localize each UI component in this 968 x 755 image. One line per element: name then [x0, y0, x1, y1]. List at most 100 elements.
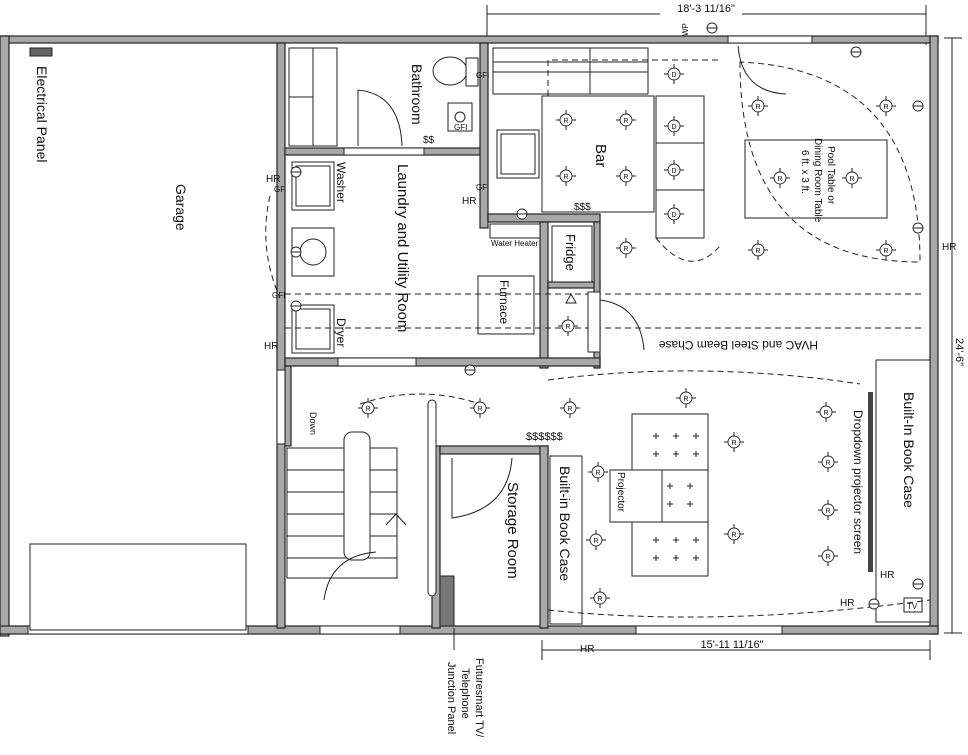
- outlets: [290, 22, 924, 610]
- pool-table-line-1: Pool Table or: [825, 146, 836, 205]
- dimmer-lights: D D D D: [664, 64, 684, 224]
- svg-text:R: R: [849, 176, 854, 183]
- stair-down-arrow: [385, 513, 407, 526]
- gf-marker-bar: GF: [476, 183, 487, 192]
- seat-marker: [673, 451, 679, 457]
- fridge-icon: [551, 225, 593, 283]
- svg-text:R: R: [823, 410, 828, 417]
- fridge-label: Fridge: [563, 234, 578, 271]
- seat-marker: [673, 433, 679, 439]
- laundry-utility-room: Washer Dryer Laundry and Utility Room Fu…: [264, 161, 922, 354]
- entry-door-swing: [737, 45, 787, 95]
- pool-table-line-3: 6 ft. x 3 ft.: [799, 150, 810, 194]
- svg-text:R: R: [883, 104, 888, 111]
- svg-text:D: D: [671, 212, 676, 219]
- recessed-light-icon: R: [616, 238, 636, 258]
- recessed-light-icon: R: [556, 110, 576, 130]
- bathroom-door-swing: [357, 89, 403, 147]
- laundry-label: Laundry and Utility Room: [394, 164, 411, 332]
- bar-stools: [655, 95, 705, 239]
- stair-rail: [343, 431, 371, 561]
- recessed-light-icon: R: [876, 96, 896, 116]
- seat-marker: [653, 451, 659, 457]
- tv-outlet-label: TV: [907, 602, 918, 611]
- recessed-light-icon: R: [676, 388, 696, 408]
- bathroom-label: Bathroom: [409, 64, 425, 125]
- wp-marker: WP: [681, 23, 690, 36]
- recessed-light-icon: R: [770, 168, 790, 188]
- recessed-light-icon: R: [588, 462, 608, 482]
- sofa-seat-markers: [653, 433, 699, 561]
- left-bookcase-label: Built-in Book Case: [557, 466, 573, 581]
- bathroom-sink-icon: [447, 102, 473, 132]
- seat-marker: [673, 555, 679, 561]
- water-heater-label: Water Heater: [491, 239, 539, 248]
- svg-text:D: D: [671, 168, 676, 175]
- bar-sink-icon: [496, 129, 540, 179]
- recessed-light-icon: R: [818, 500, 838, 520]
- recessed-light-icon: R: [842, 168, 862, 188]
- pool-table-area: Pool Table or Dining Room Table 6 ft. x …: [737, 45, 956, 263]
- storage-label: Storage Room: [504, 482, 521, 579]
- junction-line-3: Junction Panel: [445, 662, 457, 734]
- svg-text:R: R: [755, 104, 760, 111]
- outlet-icon: [290, 300, 302, 312]
- bathroom: GFI Bathroom $$: [288, 47, 479, 147]
- outlet-icon: [850, 46, 862, 58]
- svg-text:R: R: [597, 596, 602, 603]
- svg-text:R: R: [825, 554, 830, 561]
- hr-marker-2: HR: [264, 341, 278, 352]
- hr-marker-bar: HR: [462, 196, 476, 207]
- pool-table: [744, 139, 888, 219]
- hr-marker-right: HR: [942, 242, 956, 253]
- right-bookcase-label: Built-In Book Case: [901, 392, 917, 508]
- recessed-light-icon: R: [358, 398, 378, 418]
- media-switch-bank: $$$$$$: [526, 431, 563, 443]
- dimension-bottom: 15'-11 11/16": [541, 639, 931, 660]
- recessed-light-icon: R: [560, 398, 580, 418]
- dryer-icon: [291, 304, 335, 354]
- recessed-light-icon: R: [816, 402, 836, 422]
- svg-text:D: D: [671, 72, 676, 79]
- svg-text:R: R: [825, 460, 830, 467]
- projector-screen-label: Dropdown projector screen: [851, 410, 865, 554]
- gf-marker-1: GF: [274, 185, 285, 194]
- recessed-light-icon: R: [724, 432, 744, 452]
- svg-text:R: R: [883, 248, 888, 255]
- dimension-right-label: 24'-6": [953, 338, 965, 366]
- outlet-icon: [290, 166, 302, 178]
- dimension-top: 18'-3 11/16": [486, 2, 927, 45]
- svg-text:R: R: [683, 396, 688, 403]
- svg-text:R: R: [565, 324, 570, 331]
- recessed-light-icon: R: [876, 240, 896, 260]
- electrical-panel-label: Electrical Panel: [34, 66, 50, 163]
- svg-text:D: D: [671, 124, 676, 131]
- toilet-icon: [432, 56, 468, 86]
- outlet-icon: [706, 22, 718, 34]
- water-heater-icon: [489, 223, 541, 239]
- bathroom-switches: $$: [423, 135, 435, 146]
- exterior-walls: [0, 35, 939, 637]
- recessed-light-icon: R: [616, 110, 636, 130]
- recessed-light-icon: R: [748, 96, 768, 116]
- seat-marker: [673, 537, 679, 543]
- junction-line-1: Futuresmart TV/: [473, 658, 485, 738]
- svg-text:R: R: [623, 246, 628, 253]
- furnace-label: Furnace: [497, 280, 511, 324]
- washer-label: Washer: [334, 162, 348, 203]
- hr-marker-1: HR: [266, 174, 280, 185]
- svg-text:R: R: [595, 470, 600, 477]
- seat-marker: [693, 555, 699, 561]
- dimmer-light-icon: D: [664, 204, 684, 224]
- bar-back-counter: [492, 47, 649, 95]
- seat-marker: [693, 537, 699, 543]
- outlet-icon: [912, 100, 924, 112]
- recessed-light-icon: R: [748, 240, 768, 260]
- seat-marker: [687, 483, 693, 489]
- svg-text:R: R: [567, 406, 572, 413]
- recessed-light-icon: R: [818, 452, 838, 472]
- outlet-icon: [290, 246, 302, 258]
- furnace-icon: [477, 275, 535, 335]
- seat-marker: [653, 537, 659, 543]
- bar-area: Water Heater Bar Fridge $$$ GFI GF HR WP: [462, 23, 705, 283]
